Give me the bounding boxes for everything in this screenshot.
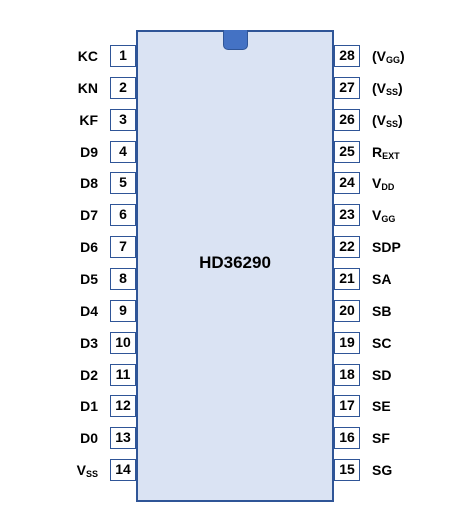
- pin-name-main: D3: [80, 334, 98, 351]
- pin-name-main: SG: [372, 462, 393, 479]
- pin1-notch: [223, 30, 248, 50]
- pin-name-main: SC: [372, 334, 392, 351]
- left-pin-name: D3: [40, 332, 98, 354]
- pin-name-subscript: SS: [85, 469, 98, 480]
- pin-name-main: KN: [77, 79, 98, 96]
- left-pin-number: 8: [110, 267, 136, 290]
- left-pin-number: 4: [110, 140, 136, 163]
- left-pin-name: VSS: [40, 459, 98, 481]
- left-pin-number: 13: [110, 427, 136, 450]
- pin-name-suffix: ): [400, 48, 405, 64]
- right-pin-name: SF: [372, 427, 462, 449]
- pin-name-main: V: [76, 462, 86, 479]
- right-pin-name: VDD: [372, 172, 462, 194]
- pin-name-main: D7: [80, 207, 98, 224]
- right-pin-number: 21: [334, 267, 360, 290]
- right-pin-number: 26: [334, 108, 360, 131]
- left-pin-name: D8: [40, 172, 98, 194]
- pin-name-main: SA: [372, 270, 392, 287]
- pin-name-main: V: [372, 207, 382, 224]
- right-pin-number: 20: [334, 299, 360, 322]
- chip-body: [136, 30, 334, 502]
- right-pin-number: 24: [334, 172, 360, 195]
- pin-name-main: (V: [372, 48, 386, 64]
- left-pin-name: D4: [40, 300, 98, 322]
- pin-name-main: D8: [80, 175, 98, 192]
- right-pin-number: 27: [334, 76, 360, 99]
- pin-name-subscript: EXT: [382, 150, 400, 161]
- left-pin-number: 5: [110, 172, 136, 195]
- right-pin-name: SDP: [372, 236, 462, 258]
- right-pin-name: VGG: [372, 204, 462, 226]
- left-pin-number: 11: [110, 363, 136, 386]
- right-pin-number: 23: [334, 204, 360, 227]
- right-pin-number: 15: [334, 459, 360, 482]
- left-pin-name: D6: [40, 236, 98, 258]
- left-pin-name: D2: [40, 364, 98, 386]
- chip-label: HD36290: [199, 253, 271, 272]
- pin-name-subscript: SS: [386, 118, 399, 129]
- pin-name-main: D0: [80, 430, 98, 447]
- pin-name-main: V: [372, 175, 382, 192]
- pin-name-suffix: ): [398, 79, 403, 96]
- pin-name-main: D9: [80, 143, 98, 160]
- pin-name-main: (V: [372, 79, 386, 96]
- left-pin-number: 1: [110, 45, 136, 67]
- pin-name-main: KC: [77, 48, 98, 64]
- right-pin-name: (VSS): [372, 77, 462, 99]
- pin-name-main: (V: [372, 111, 386, 128]
- right-pin-number: 22: [334, 236, 360, 259]
- left-pin-name: D9: [40, 141, 98, 163]
- right-pin-name: SG: [372, 459, 462, 481]
- left-pin-name: D0: [40, 427, 98, 449]
- left-pin-name: D7: [40, 204, 98, 226]
- pin-name-main: R: [372, 143, 383, 160]
- right-pin-name: SE: [372, 395, 462, 417]
- right-pin-number: 25: [334, 140, 360, 163]
- right-pin-name: SD: [372, 364, 462, 386]
- pin-name-main: D5: [80, 270, 98, 287]
- left-pin-number: 3: [110, 108, 136, 131]
- right-pin-name: (VGG): [372, 45, 462, 67]
- left-pin-name: KN: [40, 77, 98, 99]
- pin-name-main: SDP: [372, 239, 401, 256]
- pin-name-suffix: ): [398, 111, 403, 128]
- left-pin-number: 6: [110, 204, 136, 227]
- right-pin-name: SC: [372, 332, 462, 354]
- left-pin-number: 7: [110, 236, 136, 259]
- pin-name-subscript: DD: [381, 182, 395, 193]
- right-pin-number: 17: [334, 395, 360, 418]
- pin-name-main: D6: [80, 239, 98, 256]
- left-pin-number: 10: [110, 331, 136, 354]
- pin-name-main: D1: [80, 398, 98, 415]
- left-pin-name: D1: [40, 395, 98, 417]
- pin-name-subscript: GG: [381, 214, 396, 225]
- pin-name-main: D2: [80, 366, 98, 383]
- right-pin-name: SA: [372, 268, 462, 290]
- pin-name-subscript: GG: [386, 55, 401, 65]
- right-pin-name: REXT: [372, 141, 462, 163]
- pin-name-main: SD: [372, 366, 392, 383]
- left-pin-name: KF: [40, 109, 98, 131]
- left-pin-number: 9: [110, 299, 136, 322]
- right-pin-number: 18: [334, 363, 360, 386]
- pin-name-subscript: SS: [386, 86, 399, 97]
- right-pin-name: SB: [372, 300, 462, 322]
- pin-name-main: SE: [372, 398, 391, 415]
- pin-name-main: KF: [79, 111, 98, 128]
- pin-name-main: SB: [372, 302, 392, 319]
- right-pin-number: 16: [334, 427, 360, 450]
- left-pin-name: KC: [40, 45, 98, 67]
- left-pin-number: 2: [110, 76, 136, 99]
- right-pin-number: 28: [334, 45, 360, 67]
- pin-name-main: D4: [80, 302, 98, 319]
- left-pin-number: 14: [110, 459, 136, 482]
- left-pin-number: 12: [110, 395, 136, 418]
- left-pin-name: D5: [40, 268, 98, 290]
- right-pin-name: (VSS): [372, 109, 462, 131]
- pin-name-main: SF: [372, 430, 390, 447]
- right-pin-number: 19: [334, 331, 360, 354]
